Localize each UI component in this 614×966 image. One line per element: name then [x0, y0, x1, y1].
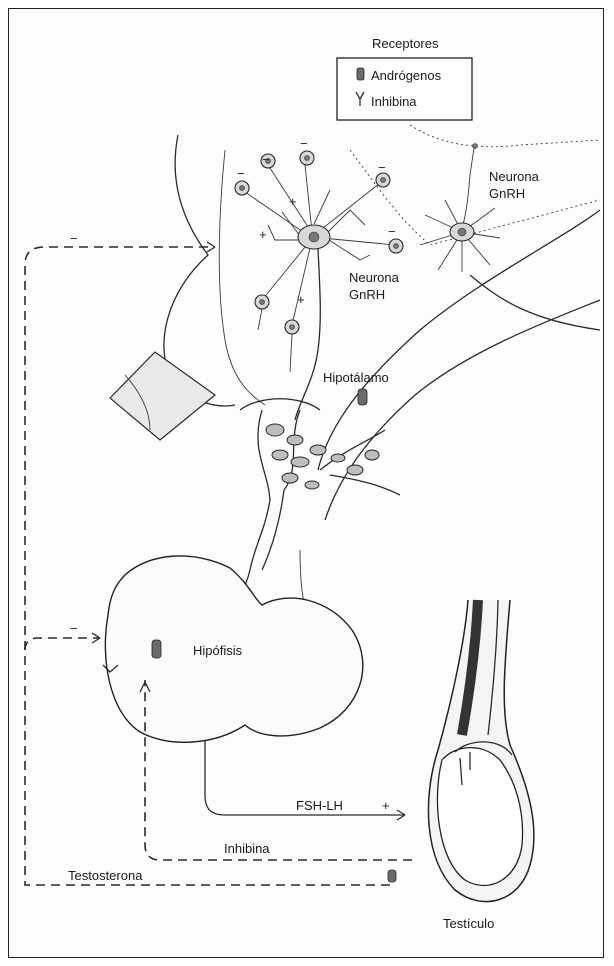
neuron-inset-label-line2: GnRH [489, 186, 525, 201]
pituitary-androgen-receptor-icon [152, 640, 161, 658]
fsh-lh-label: FSH-LH [296, 798, 343, 813]
plus-sign: + [259, 227, 267, 242]
minus-sign: − [378, 160, 386, 175]
neuron-main-label-line1: Neurona [349, 270, 400, 285]
plus-sign: + [289, 194, 297, 209]
minus-sign: − [262, 152, 270, 167]
minus-sign: − [388, 224, 396, 239]
androgen-receptor-icon [357, 68, 364, 80]
plus-sign: + [297, 292, 305, 307]
testosterone-label: Testosterona [68, 868, 143, 883]
legend-item-inhibin: Inhibina [371, 94, 417, 109]
hypothalamus-androgen-receptor-icon [358, 389, 367, 405]
minus-sign: − [237, 166, 245, 181]
legend-item-androgens: Andrógenos [371, 68, 442, 83]
neuron-inset-label-line1: Neurona [489, 169, 540, 184]
gnrh-neuron-inset [420, 144, 500, 273]
minus-sign: − [70, 621, 78, 636]
gnrh-axon [295, 249, 320, 420]
plus-sign: + [382, 798, 390, 813]
pituitary-label: Hipófisis [193, 643, 243, 658]
neuron-main-label-line2: GnRH [349, 287, 385, 302]
receptor-legend: Receptores Andrógenos Inhibina [337, 36, 472, 120]
minus-sign: − [300, 136, 308, 151]
testis [388, 600, 534, 902]
minus-sign: − [70, 231, 78, 246]
testis-receptor-icon [388, 870, 396, 882]
hypothalamus-label: Hipotálamo [323, 370, 389, 385]
optic-chiasm [110, 352, 215, 440]
legend-title: Receptores [372, 36, 439, 51]
testis-label: Testículo [443, 916, 494, 931]
inhibin-label: Inhibina [224, 841, 270, 856]
